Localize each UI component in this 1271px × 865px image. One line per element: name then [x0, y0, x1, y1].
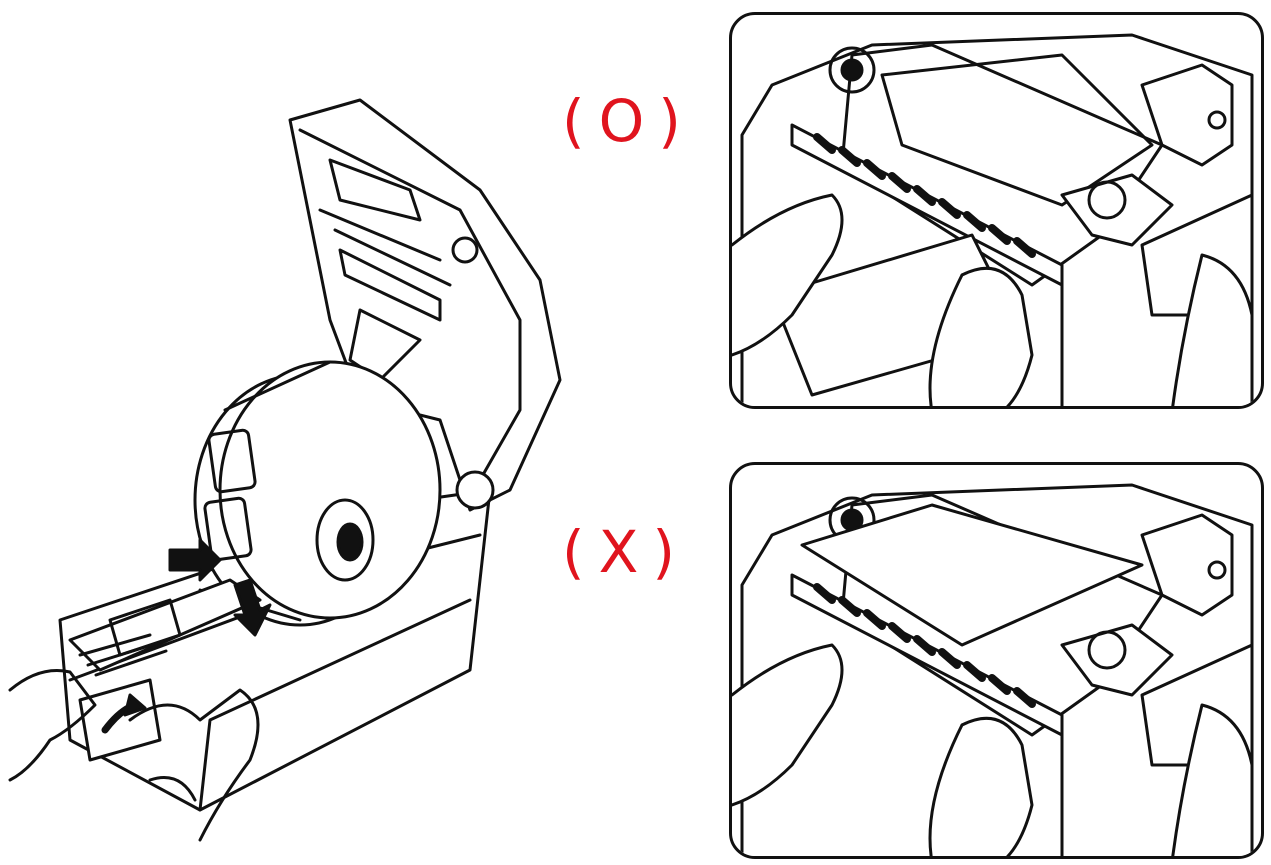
media-over-guide-icon [732, 483, 1254, 856]
correct-label: (O) [562, 87, 695, 155]
printer-illustration [0, 80, 570, 860]
label-printer-open-icon [8, 98, 562, 842]
detail-panel-incorrect [729, 462, 1264, 859]
incorrect-label: (X) [562, 518, 689, 586]
media-under-guide-icon [732, 33, 1254, 406]
detail-panel-correct [729, 12, 1264, 409]
